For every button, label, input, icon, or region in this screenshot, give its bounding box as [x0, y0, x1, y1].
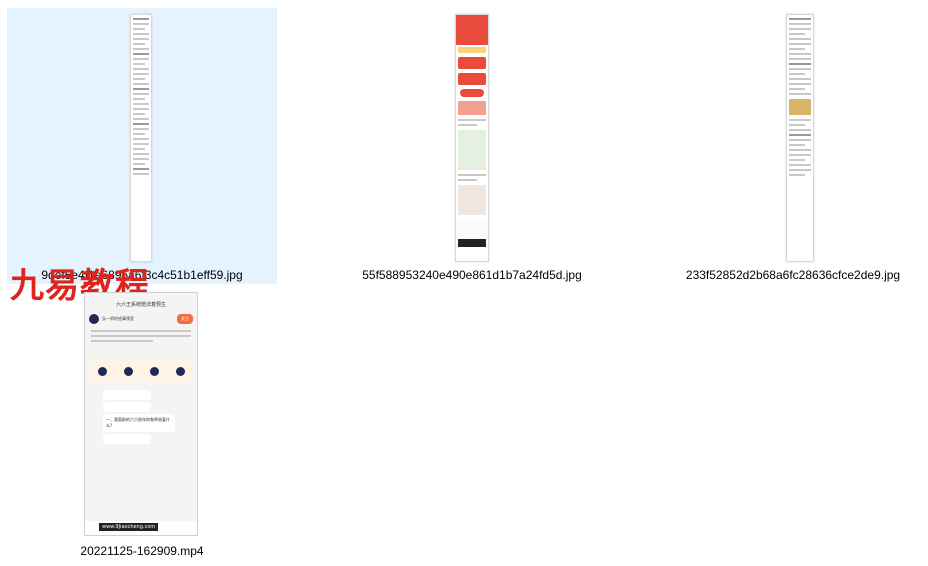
- avatars-banner: [89, 360, 193, 382]
- file-tile-2[interactable]: 55f588953240e490e861d1b7a24fd5d.jpg: [337, 8, 607, 284]
- question-bubble: 一、我面前的六只爸年你和师爸复什么?: [103, 414, 175, 432]
- file-thumbnail-3: [786, 14, 814, 262]
- avatar: [89, 314, 99, 324]
- file-name-2: 55f588953240e490e861d1b7a24fd5d.jpg: [362, 268, 582, 282]
- voice-bubble: [103, 434, 151, 444]
- file-name-3: 233f52852d2b68a6fc28636cfce2de9.jpg: [685, 268, 901, 282]
- file-tile-1[interactable]: 9def5e4f1e6896a6f3c4c51b1eff59.jpg: [7, 8, 277, 284]
- video-app-title: 六六王系统陪法着预生: [115, 302, 166, 308]
- file-tile-3[interactable]: 233f52852d2b68a6fc28636cfce2de9.jpg: [668, 8, 928, 284]
- voice-bubble: [103, 390, 151, 400]
- video-thumbnail: 六六王系统陪法着预生 弘一师的经事预室 关注 一、我面前的六只爸年你和师爸复什么…: [84, 292, 198, 536]
- file-thumbnail-1: [130, 14, 152, 262]
- file-tile-4[interactable]: 20221125-162909.mp4: [7, 288, 277, 564]
- follow-button: 关注: [177, 314, 193, 324]
- file-thumbnail-2: [455, 14, 489, 262]
- file-name-4: 20221125-162909.mp4: [80, 544, 204, 558]
- voice-bubble: [103, 402, 151, 412]
- file-name-1: 9def5e4f1e6896a6f3c4c51b1eff59.jpg: [41, 268, 243, 282]
- video-user-name: 弘一师的经事预室: [102, 316, 134, 321]
- video-watermark: www.9Jiaocheng.com: [99, 523, 159, 531]
